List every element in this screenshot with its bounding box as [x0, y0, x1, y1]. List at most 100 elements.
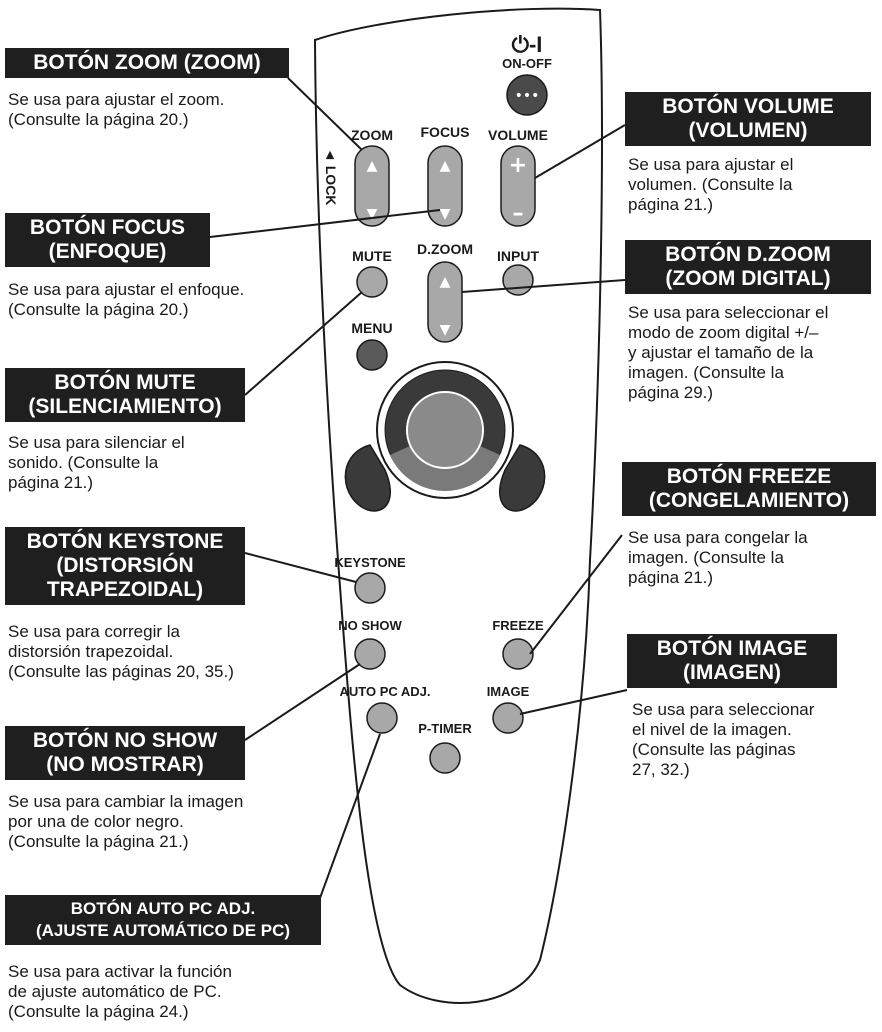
zoom-desc-line: Se usa para ajustar el zoom.	[8, 90, 224, 110]
dzoom-desc-line: imagen. (Consulte la	[628, 363, 828, 383]
power-symbol: ⏻-I	[512, 32, 543, 57]
noshow-callout-desc: Se usa para cambiar la imagen por una de…	[8, 792, 243, 852]
focus-title-line: BOTÓN FOCUS	[14, 216, 201, 240]
mute-callout-desc: Se usa para silenciar el sonido. (Consul…	[8, 433, 185, 493]
keystone-title-line: TRAPEZOIDAL)	[14, 578, 236, 602]
input-label: INPUT	[497, 248, 539, 264]
mute-title-line: (SILENCIAMIENTO)	[14, 395, 236, 419]
volume-callout-desc: Se usa para ajustar el volumen. (Consult…	[628, 155, 793, 215]
zoom-rocker[interactable]: ▲ ▼	[355, 146, 389, 226]
freeze-title-line: BOTÓN FREEZE	[631, 465, 867, 489]
noshow-desc-line: Se usa para cambiar la imagen	[8, 792, 243, 812]
dzoom-desc-line: y ajustar el tamaño de la	[628, 343, 828, 363]
focus-up-icon: ▲	[440, 158, 451, 174]
zoom-callout-desc: Se usa para ajustar el zoom. (Consulte l…	[8, 90, 224, 130]
focus-title-line: (ENFOQUE)	[14, 240, 201, 264]
volume-callout-title: BOTÓN VOLUME (VOLUMEN)	[625, 92, 871, 146]
volume-label: VOLUME	[488, 127, 548, 143]
image-label: IMAGE	[487, 684, 530, 699]
keystone-desc-line: distorsión trapezoidal.	[8, 642, 234, 662]
mute-label: MUTE	[352, 248, 392, 264]
autopc-desc-line: de ajuste automático de PC.	[8, 982, 232, 1002]
mute-desc-line: Se usa para silenciar el	[8, 433, 185, 453]
freeze-desc-line: Se usa para congelar la	[628, 528, 808, 548]
dzoom-rocker[interactable]: ▲ ▼	[428, 262, 462, 342]
focus-desc-line: Se usa para ajustar el enfoque.	[8, 280, 244, 300]
mute-desc-line: página 21.)	[8, 473, 185, 493]
dzoom-down-icon: ▼	[440, 322, 451, 338]
image-title-line: (IMAGEN)	[636, 661, 828, 685]
enter-button	[407, 392, 483, 468]
autopc-button[interactable]	[367, 703, 397, 733]
keystone-title-line: (DISTORSIÓN	[14, 554, 236, 578]
mute-title-line: BOTÓN MUTE	[14, 371, 236, 395]
freeze-callout-desc: Se usa para congelar la imagen. (Consult…	[628, 528, 808, 588]
freeze-desc-line: imagen. (Consulte la	[628, 548, 808, 568]
image-desc-line: 27, 32.)	[632, 760, 814, 780]
volume-desc-line: Se usa para ajustar el	[628, 155, 793, 175]
noshow-desc-line: (Consulte la página 21.)	[8, 832, 243, 852]
lock-label: ◄ LOCK	[323, 148, 339, 205]
autopc-desc-line: Se usa para activar la función	[8, 962, 232, 982]
image-title-line: BOTÓN IMAGE	[636, 637, 828, 661]
dzoom-up-icon: ▲	[440, 274, 451, 290]
power-label: ON-OFF	[502, 56, 552, 71]
zoom-down-icon: ▼	[367, 206, 378, 222]
autopc-callout-desc: Se usa para activar la función de ajuste…	[8, 962, 232, 1022]
focus-down-icon: ▼	[440, 206, 451, 222]
focus-rocker[interactable]: ▲ ▼	[428, 146, 462, 226]
image-button[interactable]	[493, 703, 523, 733]
mute-desc-line: sonido. (Consulte la	[8, 453, 185, 473]
power-button[interactable]: •••	[507, 75, 547, 115]
dzoom-title-line: BOTÓN D.ZOOM	[634, 243, 862, 267]
volume-minus-icon: –	[513, 201, 524, 226]
keystone-label: KEYSTONE	[334, 555, 406, 570]
menu-label: MENU	[351, 320, 392, 336]
noshow-label: NO SHOW	[338, 618, 402, 633]
noshow-title-line: (NO MOSTRAR)	[14, 753, 236, 777]
zoom-label: ZOOM	[351, 127, 393, 143]
dzoom-title-line: (ZOOM DIGITAL)	[634, 267, 862, 291]
zoom-callout-title: BOTÓN ZOOM (ZOOM)	[5, 48, 289, 78]
menu-button[interactable]	[357, 340, 387, 370]
freeze-button[interactable]	[503, 639, 533, 669]
autopc-callout-title: BOTÓN AUTO PC ADJ. (AJUSTE AUTOMÁTICO DE…	[5, 895, 321, 945]
noshow-callout-title: BOTÓN NO SHOW (NO MOSTRAR)	[5, 726, 245, 780]
focus-callout-title: BOTÓN FOCUS (ENFOQUE)	[5, 213, 210, 267]
focus-desc-line: (Consulte la página 20.)	[8, 300, 244, 320]
autopc-title-line: (AJUSTE AUTOMÁTICO DE PC)	[14, 920, 312, 942]
freeze-label: FREEZE	[492, 618, 544, 633]
ptimer-button[interactable]	[430, 743, 460, 773]
volume-rocker[interactable]: + –	[501, 146, 535, 226]
volume-title-line: BOTÓN VOLUME	[634, 95, 862, 119]
focus-callout-desc: Se usa para ajustar el enfoque. (Consult…	[8, 280, 244, 320]
leader-noshow	[245, 664, 360, 740]
volume-plus-icon: +	[509, 153, 527, 178]
image-callout-desc: Se usa para seleccionar el nivel de la i…	[632, 700, 814, 780]
zoom-desc-line: (Consulte la página 20.)	[8, 110, 224, 130]
zoom-title-line: BOTÓN ZOOM (ZOOM)	[14, 51, 280, 75]
dzoom-desc-line: modo de zoom digital +/–	[628, 323, 828, 343]
keystone-button[interactable]	[355, 573, 385, 603]
ptimer-label: P-TIMER	[418, 721, 472, 736]
dzoom-desc-line: página 29.)	[628, 383, 828, 403]
noshow-title-line: BOTÓN NO SHOW	[14, 729, 236, 753]
focus-label: FOCUS	[421, 124, 470, 140]
input-button[interactable]	[503, 265, 533, 295]
power-dots: •••	[515, 88, 540, 104]
autopc-desc-line: (Consulte la página 24.)	[8, 1002, 232, 1022]
image-desc-line: el nivel de la imagen.	[632, 720, 814, 740]
zoom-up-icon: ▲	[367, 158, 378, 174]
dzoom-callout-title: BOTÓN D.ZOOM (ZOOM DIGITAL)	[625, 240, 871, 294]
keystone-desc-line: (Consulte las páginas 20, 35.)	[8, 662, 234, 682]
dzoom-desc-line: Se usa para seleccionar el	[628, 303, 828, 323]
freeze-desc-line: página 21.)	[628, 568, 808, 588]
volume-title-line: (VOLUMEN)	[634, 119, 862, 143]
mute-callout-title: BOTÓN MUTE (SILENCIAMIENTO)	[5, 368, 245, 422]
image-desc-line: (Consulte las páginas	[632, 740, 814, 760]
keystone-title-line: BOTÓN KEYSTONE	[14, 530, 236, 554]
keystone-callout-title: BOTÓN KEYSTONE (DISTORSIÓN TRAPEZOIDAL)	[5, 527, 245, 605]
keystone-desc-line: Se usa para corregir la	[8, 622, 234, 642]
image-callout-title: BOTÓN IMAGE (IMAGEN)	[627, 634, 837, 688]
volume-desc-line: página 21.)	[628, 195, 793, 215]
